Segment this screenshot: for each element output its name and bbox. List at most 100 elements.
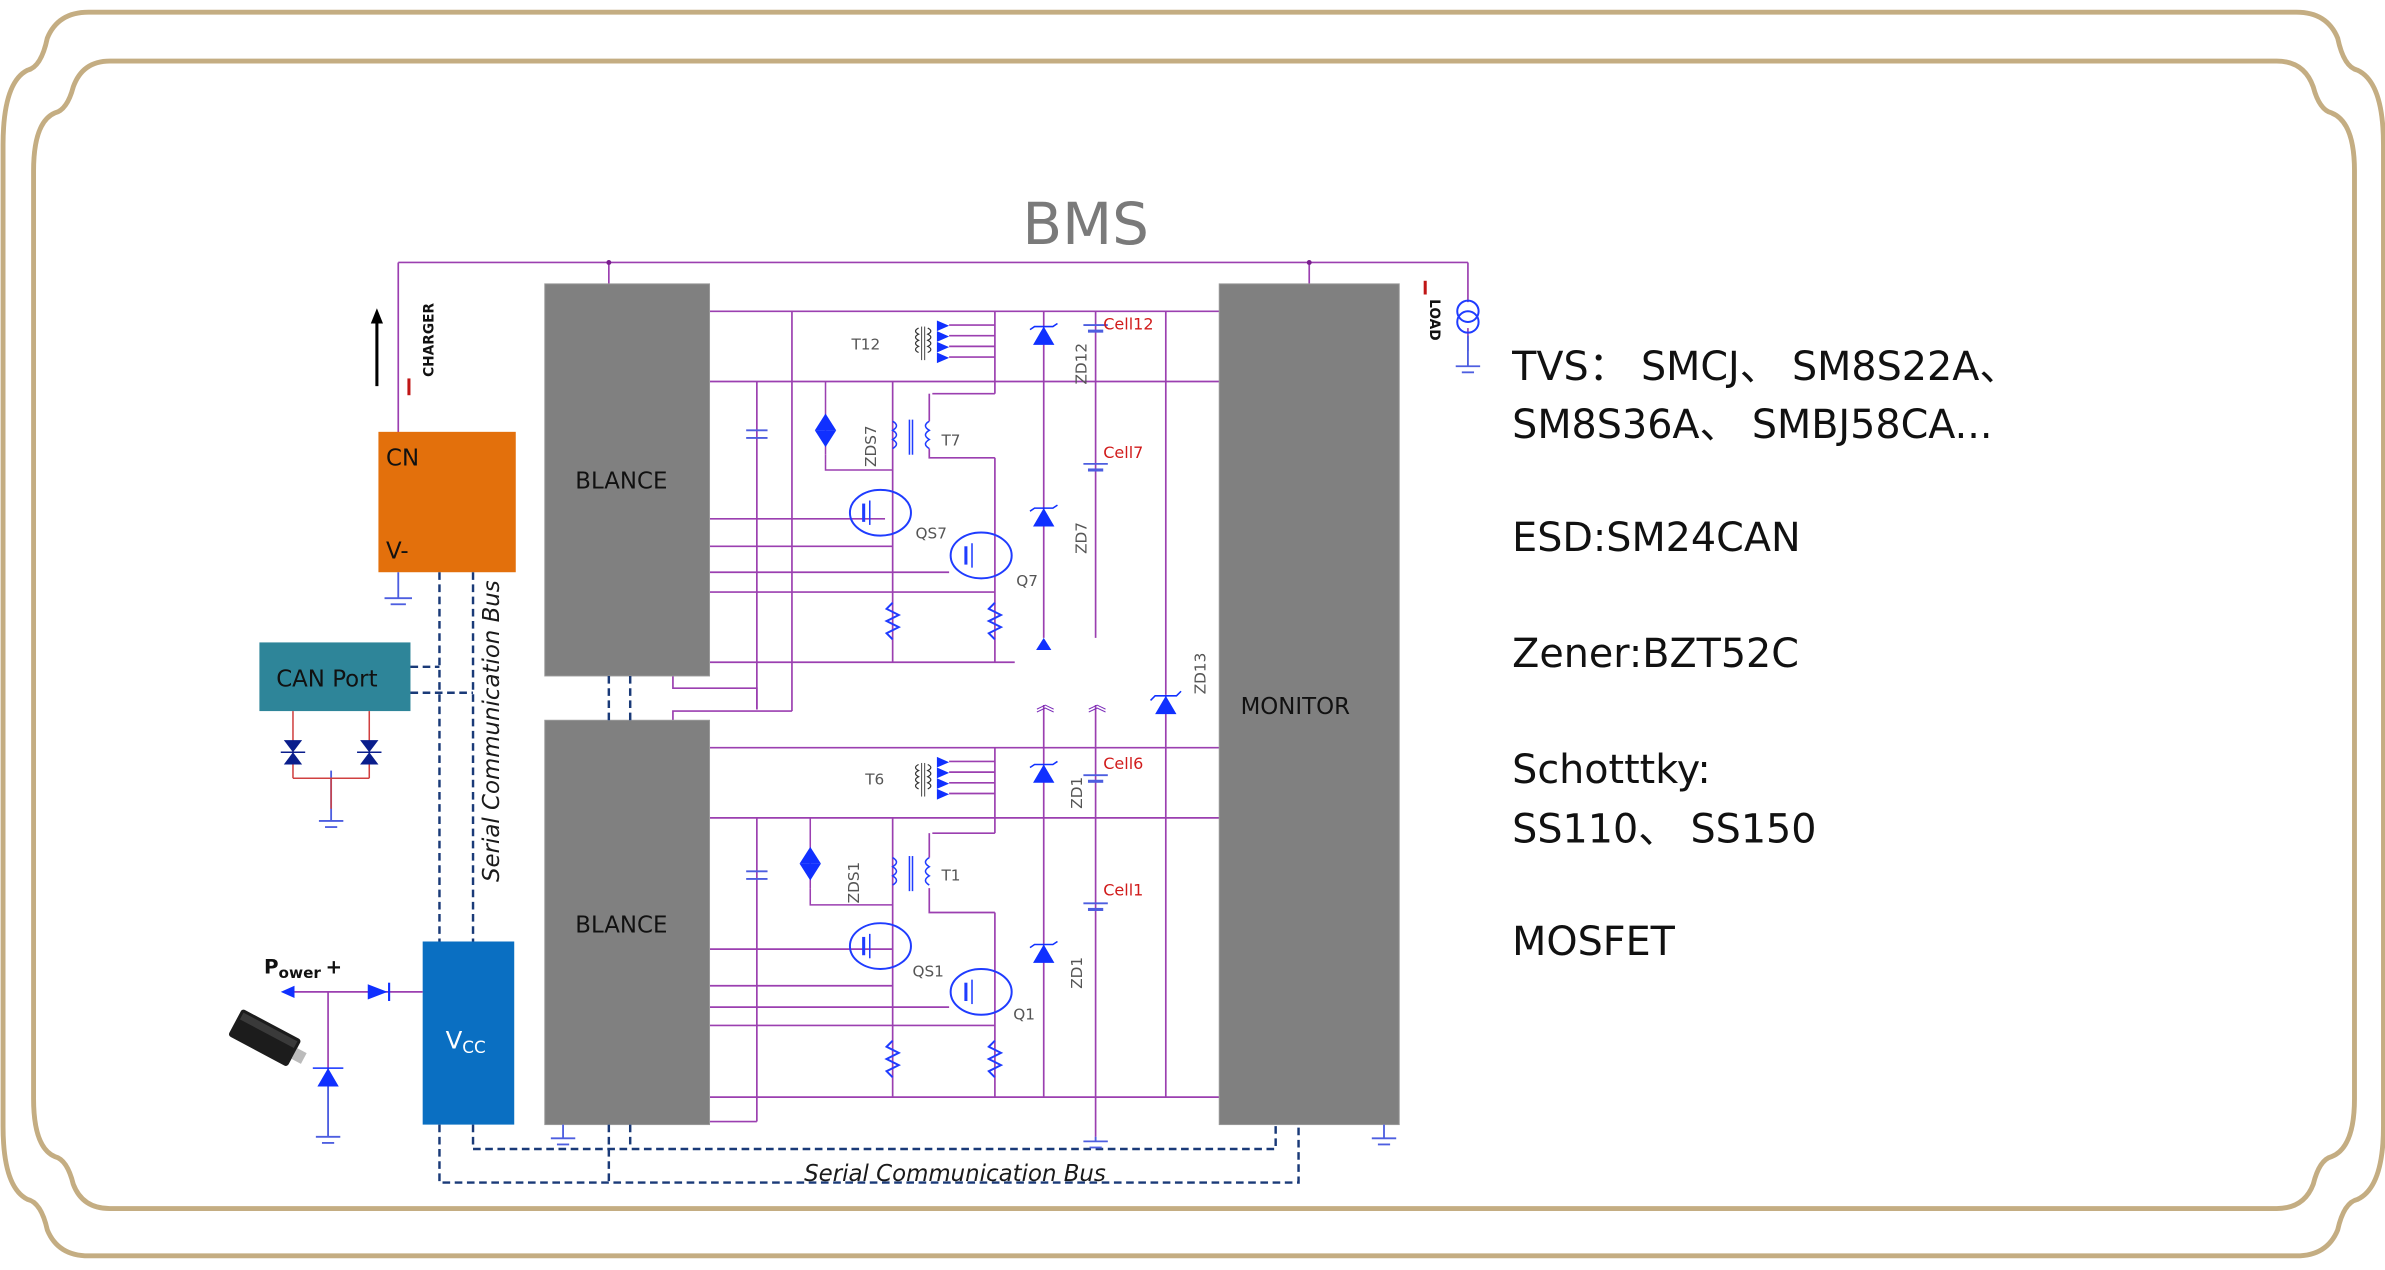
battery-cell-icon bbox=[1083, 774, 1108, 783]
bidirectional-tvs-icon bbox=[280, 740, 306, 765]
component-notes: TVS： SMCJ、 SM8S22A、 SM8S36A、 SMBJ58CA...… bbox=[1511, 344, 2019, 965]
ground-icon bbox=[1371, 1124, 1397, 1146]
arrow-left-icon bbox=[280, 985, 295, 998]
resistor-icon bbox=[884, 1039, 901, 1079]
arrow-up-icon bbox=[370, 308, 384, 324]
mosfet-icon bbox=[949, 967, 1013, 1016]
resistor-icon bbox=[884, 602, 901, 641]
note-mosfet: MOSFET bbox=[1512, 919, 1675, 965]
resistor-icon bbox=[986, 602, 1004, 641]
mosfet-icon bbox=[848, 922, 912, 970]
outer-frame bbox=[0, 9, 2385, 1259]
diagram-title: BMS bbox=[1022, 190, 1149, 258]
zener-diode-icon bbox=[1149, 690, 1182, 715]
load-label: LOAD bbox=[1426, 299, 1442, 341]
cell1-label: Cell1 bbox=[1103, 881, 1143, 900]
transformer-icon bbox=[891, 393, 995, 459]
bidirectional-tvs-icon bbox=[814, 413, 837, 448]
qs7-label: QS7 bbox=[916, 525, 947, 543]
power-input: Power+ bbox=[228, 956, 423, 1087]
zd1-upper-label: ZD1 bbox=[1068, 777, 1086, 809]
mosfet-icon bbox=[848, 488, 912, 537]
charger-label: CHARGER bbox=[421, 303, 437, 377]
bottom-cell-group: T6 ZDS1 T1 QS1 bbox=[746, 754, 1143, 1079]
resistor-icon bbox=[986, 1039, 1004, 1079]
ground-icon bbox=[384, 572, 412, 606]
zener-diode-icon bbox=[1029, 504, 1058, 527]
zener-diode-icon bbox=[1029, 322, 1058, 345]
load-current-source: LOAD bbox=[1423, 280, 1480, 341]
cell12-label: Cell12 bbox=[1103, 315, 1153, 334]
balance-block-bottom[interactable]: BLANCE bbox=[544, 719, 711, 1126]
tvs-diode-icon bbox=[312, 1067, 344, 1087]
chevron-up-icon: ︽ bbox=[1088, 695, 1106, 716]
connector-v-minus-label: V- bbox=[386, 538, 409, 564]
power-wiring bbox=[397, 260, 1469, 1137]
note-schottky: Schotttky: bbox=[1512, 747, 1711, 793]
t7-label: T7 bbox=[940, 432, 960, 450]
serial-bus-label-vertical: Serial Communication Bus bbox=[479, 580, 505, 882]
zds7-label: ZDS7 bbox=[862, 425, 880, 467]
bidirectional-tvs-icon bbox=[357, 740, 382, 765]
current-source-icon bbox=[1456, 299, 1480, 323]
t6-label: T6 bbox=[864, 770, 884, 788]
power-plus-label: Power+ bbox=[264, 956, 342, 983]
zd13-label: ZD13 bbox=[1191, 653, 1209, 695]
battery-cell-icon bbox=[1083, 462, 1108, 472]
continuation-markers: ︽ ︽ bbox=[1036, 695, 1106, 716]
note-esd: ESD:SM24CAN bbox=[1512, 515, 1800, 561]
bidirectional-tvs-icon bbox=[799, 846, 821, 881]
charger-current-indicator: CHARGER bbox=[370, 303, 437, 396]
zd12-label: ZD12 bbox=[1072, 343, 1090, 385]
q1-label: Q1 bbox=[1013, 1005, 1035, 1023]
transformer-icon bbox=[914, 756, 995, 800]
chevron-up-icon: ︽ bbox=[1036, 695, 1054, 716]
serial-communication-bus: Serial Communication Bus Serial Communic… bbox=[410, 572, 1300, 1187]
t12-label: T12 bbox=[850, 335, 880, 353]
t1-label: T1 bbox=[940, 866, 960, 884]
monitor-label: MONITOR bbox=[1241, 694, 1351, 720]
arrow-up-icon bbox=[1036, 637, 1052, 651]
ground-icon bbox=[550, 1124, 576, 1146]
zener-diode-icon bbox=[1029, 940, 1058, 963]
battery-cell-icon bbox=[1083, 902, 1108, 911]
can-port-block[interactable]: CAN Port bbox=[259, 642, 411, 712]
transformer-icon bbox=[914, 320, 995, 364]
balance-block-top[interactable]: BLANCE bbox=[544, 283, 711, 677]
note-tvs-line2: SM8S36A、 SMBJ58CA... bbox=[1512, 402, 1992, 448]
monitor-block[interactable]: MONITOR bbox=[1218, 283, 1400, 1126]
decorative-frame bbox=[0, 9, 2385, 1259]
connector-block[interactable]: CN V- bbox=[378, 431, 516, 573]
connector-cn-label: CN bbox=[386, 445, 419, 471]
note-zener: Zener:BZT52C bbox=[1512, 631, 1799, 677]
note-tvs-line1: TVS： SMCJ、 SM8S22A、 bbox=[1511, 344, 2019, 390]
mosfet-icon bbox=[949, 531, 1013, 580]
can-esd-protection bbox=[280, 711, 382, 809]
qs1-label: QS1 bbox=[912, 963, 943, 981]
balance-top-label: BLANCE bbox=[575, 468, 667, 494]
battery-cell-icon bbox=[1083, 324, 1108, 333]
ground-icon bbox=[1083, 1136, 1108, 1149]
schottky-diode-icon bbox=[367, 982, 391, 1002]
inner-frame bbox=[31, 58, 2357, 1211]
serial-bus-label-horizontal: Serial Communication Bus bbox=[804, 1161, 1106, 1187]
ground-icon bbox=[1455, 335, 1481, 374]
note-schottky-parts: SS110、 SS150 bbox=[1512, 806, 1816, 852]
can-port-label: CAN Port bbox=[276, 667, 377, 693]
zd7-label: ZD7 bbox=[1072, 522, 1090, 554]
top-cell-group: T12 ZDS7 T7 QS7 bbox=[746, 315, 1154, 651]
transformer-icon bbox=[891, 833, 995, 914]
capacitor-icon bbox=[746, 870, 768, 880]
vcc-label: VCC bbox=[446, 1025, 486, 1057]
vcc-block[interactable]: VCC bbox=[422, 941, 515, 1125]
capacitor-icon bbox=[746, 429, 768, 439]
zener-diode-icon bbox=[1029, 760, 1058, 783]
q7-label: Q7 bbox=[1016, 572, 1038, 590]
tvs-package-image bbox=[228, 1009, 307, 1066]
zd1-lower-label: ZD1 bbox=[1068, 957, 1086, 989]
balance-bottom-label: BLANCE bbox=[575, 912, 667, 938]
cell6-label: Cell6 bbox=[1103, 754, 1143, 773]
ground-icon bbox=[315, 1078, 341, 1144]
